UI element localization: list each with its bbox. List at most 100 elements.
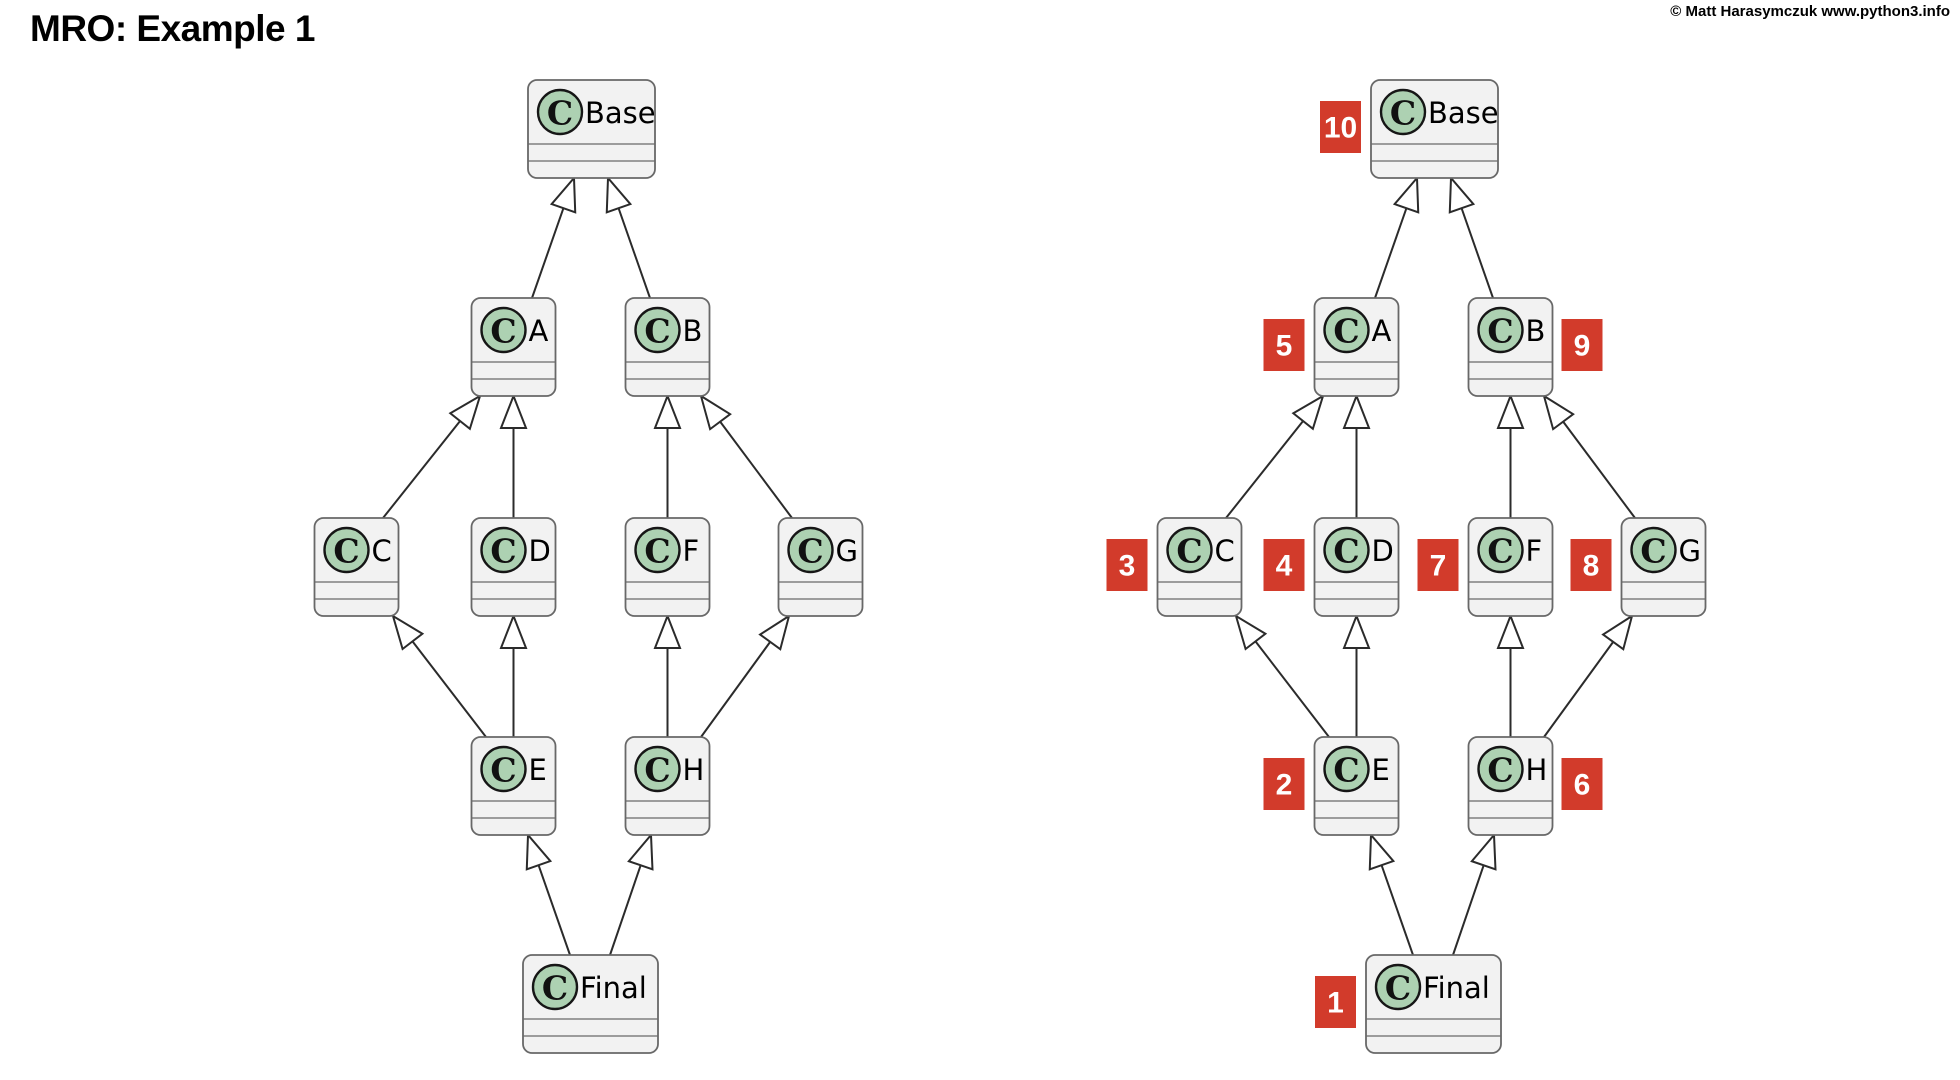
mro-order-badge-d: 4	[1263, 539, 1305, 591]
inheritance-edge-B-to-Base	[605, 175, 651, 299]
class-icon	[480, 306, 527, 354]
inheritance-arrowhead	[1496, 393, 1525, 429]
mro-order-number: 6	[1574, 769, 1591, 802]
mro-order-number: 3	[1119, 550, 1136, 583]
inheritance-edge-G-to-B	[699, 393, 793, 519]
inheritance-edge-F-to-B	[653, 393, 682, 518]
class-icon-letter: C	[1487, 312, 1513, 351]
inheritance-edge-Final-to-E	[1368, 832, 1414, 956]
mro-order-number: 1	[1327, 987, 1344, 1020]
mro-order-number: 2	[1276, 769, 1293, 802]
class-name-label: E	[529, 753, 547, 787]
class-icon-letter: C	[333, 532, 359, 571]
mro-order-badge-e: 2	[1263, 758, 1305, 810]
class-name-label: Base	[1428, 96, 1499, 130]
inheritance-arrowhead	[499, 613, 528, 649]
class-icon	[1166, 526, 1213, 574]
inheritance-edge-E-to-C	[1234, 613, 1330, 738]
inheritance-arrowhead	[1234, 613, 1268, 651]
inheritance-edge-H-to-F	[1496, 613, 1525, 737]
class-icon	[1477, 306, 1524, 354]
class-icon	[1323, 526, 1370, 574]
class-icon-letter: C	[542, 969, 568, 1008]
inheritance-arrowhead	[653, 393, 682, 429]
class-icon-letter: C	[1487, 532, 1513, 571]
inheritance-edge-G-to-B	[1542, 393, 1636, 519]
copyright-notice: © Matt Harasymczuk www.python3.info	[1670, 3, 1950, 20]
inheritance-arrowhead	[1368, 832, 1396, 871]
class-icon-letter: C	[1390, 94, 1416, 133]
class-name-label: Final	[580, 971, 647, 1005]
inheritance-edge-Final-to-E	[525, 832, 571, 956]
class-name-label: D	[1372, 534, 1394, 568]
class-icon-letter: C	[1385, 969, 1411, 1008]
class-icon-letter: C	[1487, 751, 1513, 790]
class-icon-letter: C	[644, 751, 670, 790]
class-name-label: H	[683, 753, 705, 787]
mro-order-number: 7	[1430, 550, 1447, 583]
inheritance-edge-F-to-B	[1496, 393, 1525, 518]
class-icon-letter: C	[1176, 532, 1202, 571]
class-icon	[1323, 306, 1370, 354]
class-name-label: E	[1372, 753, 1390, 787]
inheritance-arrowhead	[549, 175, 577, 214]
inheritance-arrowhead	[391, 613, 425, 651]
inheritance-arrowhead	[1448, 175, 1476, 214]
inheritance-arrowhead	[1496, 613, 1525, 649]
class-icon-letter: C	[490, 312, 516, 351]
class-icon-letter: C	[644, 312, 670, 351]
class-node-base: C Base	[1370, 79, 1499, 179]
class-name-label: D	[529, 534, 551, 568]
mro-order-badge-f: 7	[1417, 539, 1459, 591]
inheritance-arrowhead	[1342, 613, 1371, 649]
class-icon	[1323, 745, 1370, 793]
class-icon	[1630, 526, 1677, 574]
mro-order-badge-a: 5	[1263, 319, 1305, 371]
inheritance-edge-H-to-G	[1543, 613, 1634, 738]
inheritance-edge-D-to-A	[1342, 393, 1371, 518]
inheritance-edge-D-to-A	[499, 393, 528, 518]
class-name-label: B	[1526, 314, 1546, 348]
inheritance-edge-C-to-A	[382, 393, 482, 519]
class-icon	[634, 306, 681, 354]
inheritance-arrowhead	[499, 393, 528, 429]
inheritance-edge-A-to-Base	[531, 175, 577, 299]
inheritance-arrowhead	[1291, 393, 1325, 431]
inheritance-arrowhead	[627, 832, 654, 871]
class-icon-letter: C	[490, 532, 516, 571]
mro-order-badge-c: 3	[1106, 539, 1148, 591]
inheritance-arrowhead	[1542, 393, 1575, 431]
class-icon	[634, 745, 681, 793]
inheritance-arrowhead	[653, 613, 682, 649]
class-icon-letter: C	[644, 532, 670, 571]
inheritance-arrowhead	[1601, 613, 1634, 651]
class-icon	[1379, 88, 1427, 136]
mro-order-badge-h: 6	[1561, 758, 1603, 810]
class-icon	[480, 526, 527, 574]
inheritance-arrowhead	[758, 613, 791, 651]
mro-order-badge-g: 8	[1570, 539, 1612, 591]
class-icon-letter: C	[797, 532, 823, 571]
class-name-label: F	[1526, 534, 1543, 568]
inheritance-edge-E-to-D	[499, 613, 528, 737]
mro-order-number: 5	[1276, 330, 1293, 363]
class-name-label: G	[836, 534, 858, 568]
inheritance-arrowhead	[525, 832, 553, 871]
page-title: MRO: Example 1	[30, 8, 315, 49]
inheritance-edge-E-to-D	[1342, 613, 1371, 737]
